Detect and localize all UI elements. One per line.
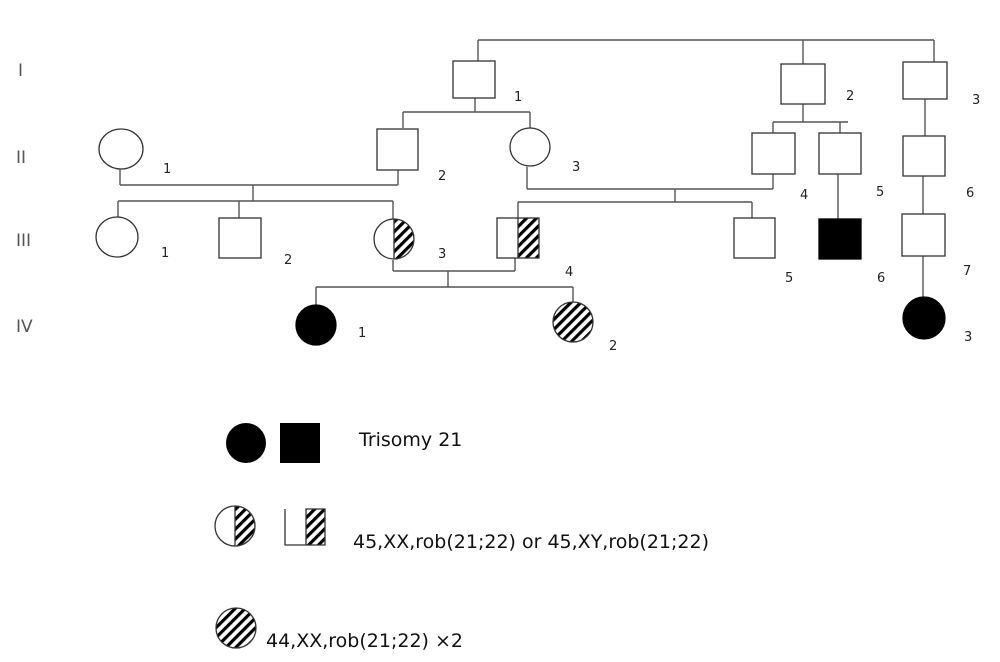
individual-label-iii-3: 3 xyxy=(438,247,446,262)
individual-label-iii-2: 2 xyxy=(284,253,292,268)
individual-label-iii-4: 4 xyxy=(565,265,573,280)
individual-label-i-2: 2 xyxy=(846,89,854,104)
individual-label-ii-6: 6 xyxy=(966,186,974,201)
individual-label-iii-5: 5 xyxy=(785,271,793,286)
individual-iv-2 xyxy=(552,301,594,343)
generation-label-ii: II xyxy=(16,148,26,168)
individual-label-iii-1: 1 xyxy=(161,246,169,261)
individual-ii-2 xyxy=(376,128,419,171)
individual-iii-6 xyxy=(818,218,862,260)
individual-ii-1 xyxy=(98,128,144,170)
legend-homozygous-label: 44,XX,rob(21;22) ×2 xyxy=(266,630,463,652)
individual-label-iii-6: 6 xyxy=(877,271,885,286)
generation-label-iv: IV xyxy=(16,317,33,337)
individual-iv-1 xyxy=(295,304,337,346)
individual-iv-3 xyxy=(902,296,946,340)
legend-carrier-label: 45,XX,rob(21;22) or 45,XY,rob(21;22) xyxy=(353,531,709,553)
individual-ii-5 xyxy=(818,132,862,175)
individual-iii-1 xyxy=(95,216,139,258)
individual-i-3 xyxy=(902,61,948,100)
individual-i-2 xyxy=(780,63,826,105)
legend-affected-label: Trisomy 21 xyxy=(358,429,462,451)
individual-label-iv-1: 1 xyxy=(358,326,366,341)
individual-iii-4 xyxy=(496,217,540,259)
individual-i-1 xyxy=(452,60,496,99)
generation-label-iii: III xyxy=(16,231,31,251)
legend-affected-male-symbol xyxy=(280,423,320,463)
individual-label-ii-5: 5 xyxy=(876,185,884,200)
individual-label-i-1: 1 xyxy=(514,90,522,105)
individual-label-ii-1: 1 xyxy=(163,162,171,177)
individual-label-ii-2: 2 xyxy=(438,169,446,184)
individual-ii-6 xyxy=(902,135,946,177)
individual-label-iv-3: 3 xyxy=(964,330,972,345)
individual-ii-4 xyxy=(751,132,796,175)
individual-label-iii-7: 7 xyxy=(963,264,971,279)
individual-label-i-3: 3 xyxy=(972,93,980,108)
individual-label-iv-2: 2 xyxy=(609,339,617,354)
individual-ii-3 xyxy=(509,127,551,167)
individual-iii-2 xyxy=(218,217,262,259)
legend: Trisomy 21 45,XX,rob(21;22) or 45,XY,rob… xyxy=(214,423,709,652)
individual-label-ii-3: 3 xyxy=(572,160,580,175)
legend-carrier-female-symbol xyxy=(214,505,256,547)
legend-homozygous-symbol xyxy=(215,607,257,649)
individual-iii-7 xyxy=(901,213,946,257)
legend-carrier-male-symbol xyxy=(284,508,326,546)
individual-iii-5 xyxy=(733,217,776,259)
generation-label-i: I xyxy=(18,61,23,81)
legend-affected-female-symbol xyxy=(226,423,266,463)
pedigree-lines xyxy=(117,39,935,305)
individual-iii-3 xyxy=(373,218,415,260)
individual-label-ii-4: 4 xyxy=(800,188,808,203)
